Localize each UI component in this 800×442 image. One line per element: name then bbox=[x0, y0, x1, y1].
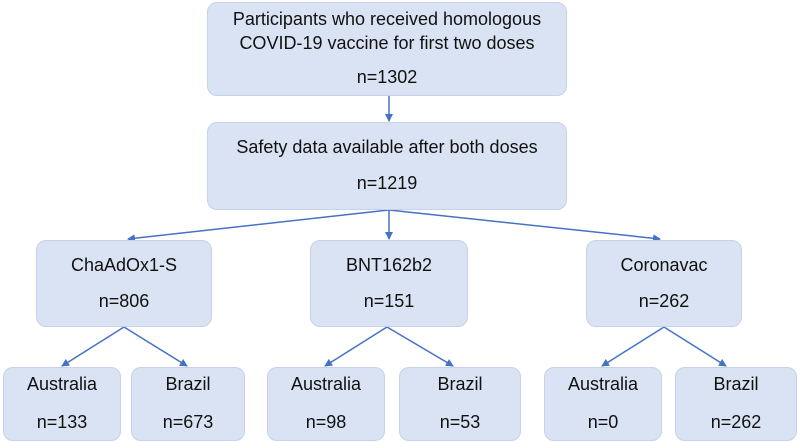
safety-box: Safety data available after both doses n… bbox=[207, 122, 567, 210]
country-count: n=673 bbox=[162, 412, 214, 432]
country-count: n=0 bbox=[587, 412, 619, 432]
arrow-safety-to-chaadox bbox=[127, 209, 390, 243]
vaccine-label: BNT162b2 bbox=[345, 254, 433, 275]
participants-count: n=1302 bbox=[356, 66, 418, 87]
country-label: Australia bbox=[290, 374, 362, 395]
vaccine-box-coronavac: Coronavac n=262 bbox=[586, 240, 742, 327]
arrow-chaadox-to-australia bbox=[61, 326, 125, 367]
arrow-chaadox-to-brazil bbox=[123, 326, 188, 367]
arrow-safety-to-coronavac bbox=[388, 209, 661, 243]
vaccine-box-bnt162b2: BNT162b2 n=151 bbox=[310, 240, 468, 327]
country-box-bnt162b2-brazil: Brazil n=53 bbox=[399, 367, 521, 441]
country-box-coronavac-brazil: Brazil n=262 bbox=[675, 367, 797, 441]
country-label: Australia bbox=[26, 374, 98, 395]
vaccine-count: n=806 bbox=[98, 290, 150, 311]
participants-box: Participants who received homologous COV… bbox=[207, 2, 567, 96]
vaccine-box-chaadox1: ChaAdOx1-S n=806 bbox=[36, 240, 212, 327]
safety-label: Safety data available after both doses bbox=[236, 137, 538, 158]
vaccine-count: n=262 bbox=[638, 290, 690, 311]
vaccine-label: ChaAdOx1-S bbox=[70, 254, 178, 275]
country-box-coronavac-australia: Australia n=0 bbox=[544, 367, 662, 441]
safety-count: n=1219 bbox=[356, 173, 418, 193]
country-count: n=53 bbox=[439, 412, 481, 432]
country-label: Brazil bbox=[713, 374, 759, 395]
arrow-coronavac-to-australia bbox=[601, 326, 665, 367]
country-count: n=262 bbox=[710, 412, 762, 432]
country-box-chaadox1-brazil: Brazil n=673 bbox=[131, 367, 245, 441]
participants-label-line1: Participants who received homologous bbox=[232, 9, 542, 30]
arrow-coronavac-to-brazil bbox=[663, 326, 727, 367]
vaccine-count: n=151 bbox=[363, 290, 415, 311]
country-count: n=98 bbox=[305, 412, 347, 432]
country-label: Brazil bbox=[437, 374, 483, 395]
vaccine-label: Coronavac bbox=[620, 254, 708, 275]
country-label: Australia bbox=[567, 374, 639, 395]
country-label: Brazil bbox=[165, 374, 211, 395]
country-box-chaadox1-australia: Australia n=133 bbox=[3, 367, 121, 441]
arrow-bnt-to-australia bbox=[324, 326, 388, 367]
country-count: n=133 bbox=[36, 412, 88, 432]
country-box-bnt162b2-australia: Australia n=98 bbox=[267, 367, 385, 441]
participants-label-line2: COVID-19 vaccine for first two doses bbox=[239, 33, 535, 54]
arrow-bnt-to-brazil bbox=[386, 326, 454, 367]
